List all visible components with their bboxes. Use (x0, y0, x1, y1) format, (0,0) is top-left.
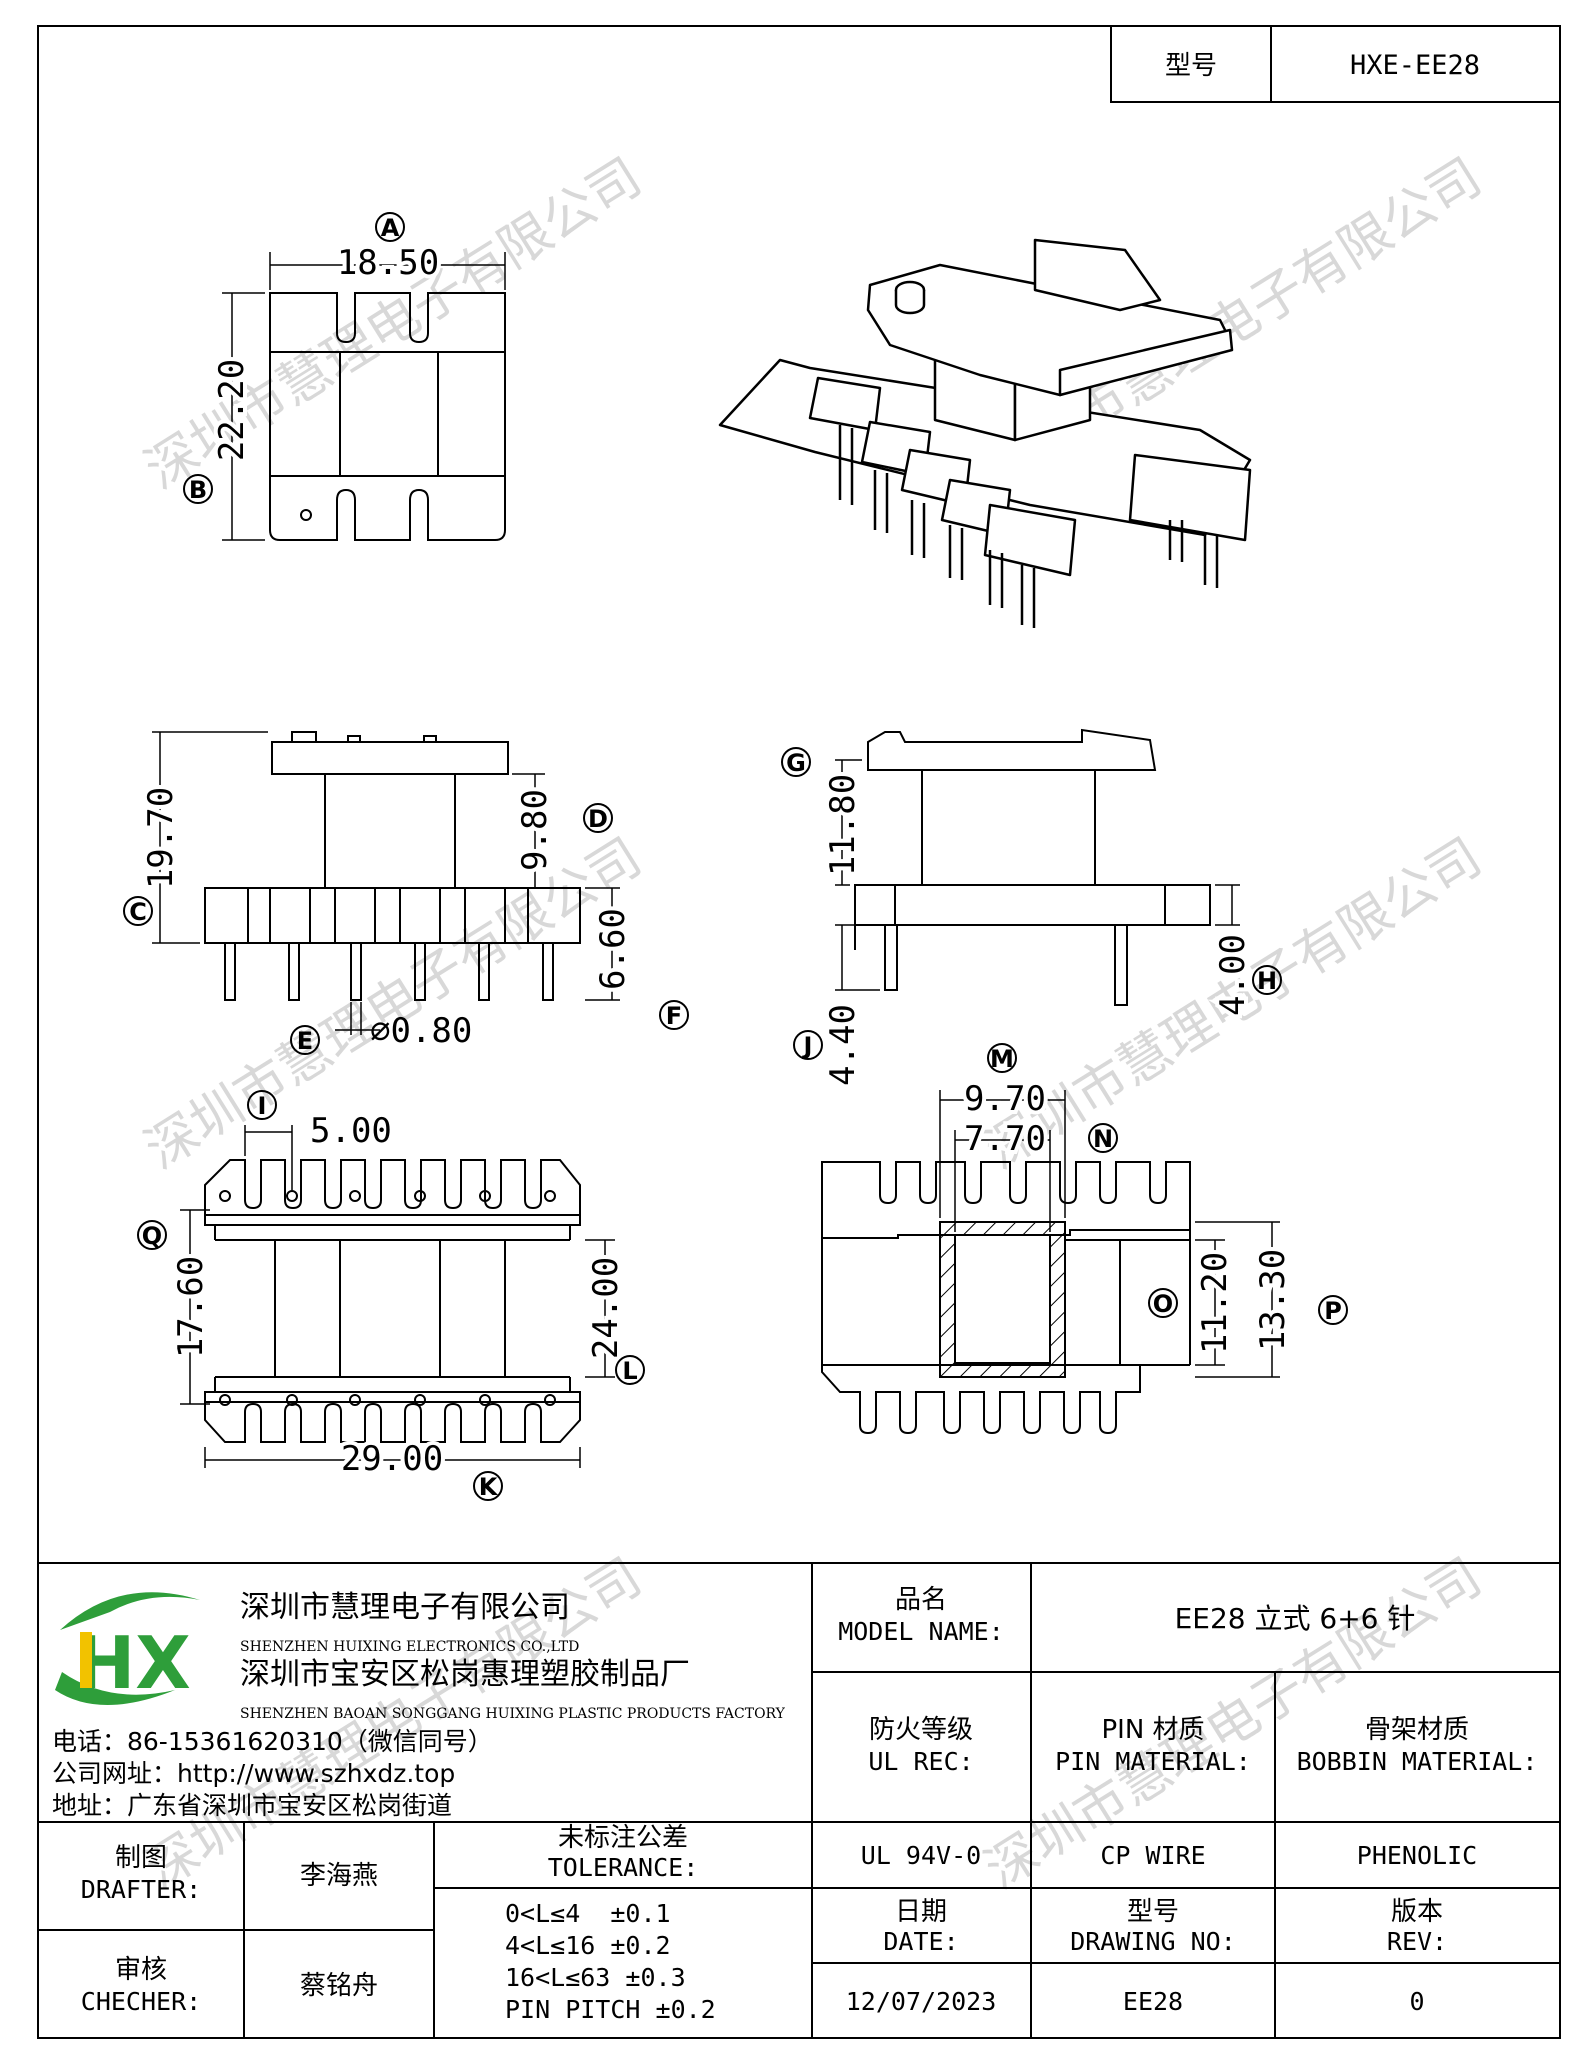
tolerance-label-en: TOLERANCE: (548, 1853, 699, 1882)
bobbin-material-value: PHENOLIC (1357, 1841, 1477, 1870)
section-view (821, 1090, 1280, 1435)
dim-side-pin-length: 4.40 (823, 1004, 863, 1086)
tolerance-label-cn: 未标注公差 (558, 1823, 688, 1853)
top-view (222, 252, 506, 541)
dim-section-inner-height: 11.20 (1195, 1252, 1235, 1354)
dim-bottom-inner-width: 17.60 (171, 1256, 211, 1358)
marker-p: P (1324, 1297, 1342, 1325)
dim-front-total-height: 19.70 (141, 787, 181, 889)
sheet-border (37, 25, 1561, 2039)
model-name-label-en: MODEL NAME: (838, 1617, 1004, 1646)
drawing-no-value: EE28 (1123, 1987, 1183, 2016)
bobbin-material-label-en: BOBBIN MATERIAL: (1297, 1747, 1538, 1776)
company-name-cn: 深圳市慧理电子有限公司 (240, 1590, 570, 1625)
marker-n: N (1093, 1125, 1113, 1153)
dim-bottom-length: 29.00 (341, 1439, 443, 1479)
logo-text: HX (75, 1621, 191, 1705)
rev-label-cn: 版本 (1391, 1897, 1443, 1927)
header-model-box: 型号 HXE-EE28 (1110, 25, 1561, 103)
bottom-view (180, 1125, 615, 1468)
drafter-label-en: DRAFTER: (81, 1875, 201, 1904)
dim-section-inner-core: 7.70 (964, 1119, 1046, 1159)
marker-q: Q (142, 1222, 162, 1250)
model-name-value: EE28 立式 6+6 针 (1175, 1602, 1416, 1635)
marker-d: D (588, 805, 608, 833)
tolerance-line-4: PIN PITCH ±0.2 (505, 1995, 716, 2024)
marker-h: H (1257, 967, 1277, 995)
pin-material-value: CP WIRE (1100, 1841, 1205, 1870)
company-phone: 电话：86-15361620310（微信同号） (52, 1727, 493, 1756)
marker-c: C (129, 898, 147, 926)
checker-name: 蔡铭舟 (300, 1971, 378, 2001)
dim-top-height: 22.20 (212, 359, 252, 461)
marker-f: F (666, 1002, 682, 1030)
tolerance-line-3: 16<L≤63 ±0.3 (505, 1963, 686, 1992)
marker-b: B (189, 476, 207, 504)
side-view (835, 728, 1240, 1006)
front-view (152, 731, 620, 1035)
marker-a: A (381, 214, 400, 242)
dim-side-upper-height: 11.80 (823, 774, 863, 876)
rev-label-en: REV: (1387, 1927, 1447, 1956)
bobbin-material-label-cn: 骨架材质 (1365, 1715, 1469, 1745)
dim-section-outer-core: 9.70 (964, 1079, 1046, 1119)
marker-e: E (297, 1027, 313, 1055)
company-logo: HX (55, 1592, 200, 1705)
pin-material-label-cn: PIN 材质 (1101, 1715, 1204, 1745)
header-model-value: HXE-EE28 (1350, 50, 1480, 81)
date-value: 12/07/2023 (846, 1987, 997, 2016)
ul-rec-value: UL 94V-0 (861, 1841, 981, 1870)
date-label-en: DATE: (883, 1927, 958, 1956)
dim-bottom-pitch: 5.00 (310, 1111, 392, 1151)
dim-front-upper-height: 9.80 (515, 789, 555, 871)
company-name-en: SHENZHEN HUIXING ELECTRONICS CO.,LTD (240, 1639, 579, 1655)
dim-top-width: 18.50 (337, 243, 439, 283)
drawing-no-label-cn: 型号 (1127, 1897, 1179, 1927)
date-label-cn: 日期 (895, 1897, 947, 1927)
checker-label-cn: 审核 (115, 1955, 167, 1985)
rev-value: 0 (1409, 1987, 1424, 2016)
company-website: 公司网址：http://www.szhxdz.top (52, 1759, 455, 1788)
factory-name-en: SHENZHEN BAOAN SONGGANG HUIXING PLASTIC … (240, 1706, 786, 1722)
ul-rec-label-cn: 防火等级 (869, 1715, 973, 1745)
marker-o: O (1153, 1290, 1173, 1318)
company-address: 地址：广东省深圳市宝安区松岗街道 (52, 1791, 452, 1820)
model-name-label-cn: 品名 (895, 1585, 947, 1615)
ul-rec-label-en: UL REC: (868, 1747, 973, 1776)
tolerance-line-2: 4<L≤16 ±0.2 (505, 1931, 671, 1960)
marker-g: G (786, 749, 806, 777)
isometric-view (718, 238, 1252, 628)
dim-front-pin-length: 6.60 (593, 908, 633, 990)
drafter-label-cn: 制图 (115, 1843, 167, 1873)
pin-material-label-en: PIN MATERIAL: (1055, 1747, 1251, 1776)
drafter-name: 李海燕 (300, 1861, 378, 1891)
dim-front-pin-diameter: ⌀0.80 (370, 1011, 472, 1051)
dim-section-outer-height: 13.30 (1253, 1249, 1293, 1351)
checker-label-en: CHECHER: (81, 1987, 201, 2016)
factory-name-cn: 深圳市宝安区松岗惠理塑胶制品厂 (240, 1657, 690, 1692)
drawing-no-label-en: DRAWING NO: (1070, 1927, 1236, 1956)
marker-k: K (479, 1473, 499, 1501)
header-model-label: 型号 (1165, 51, 1217, 81)
title-block (38, 1562, 1560, 2038)
marker-i: I (258, 1092, 267, 1120)
tolerance-line-1: 0<L≤4 ±0.1 (505, 1899, 671, 1928)
marker-m: M (990, 1045, 1014, 1073)
svg-text:深圳市慧理电子有限公司: 深圳市慧理电子有限公司 (135, 827, 652, 1181)
marker-j: J (802, 1032, 813, 1060)
dim-bottom-outer-width: 24.00 (586, 1257, 626, 1359)
marker-l: L (622, 1357, 637, 1385)
dim-side-base-height: 4.00 (1213, 934, 1253, 1016)
